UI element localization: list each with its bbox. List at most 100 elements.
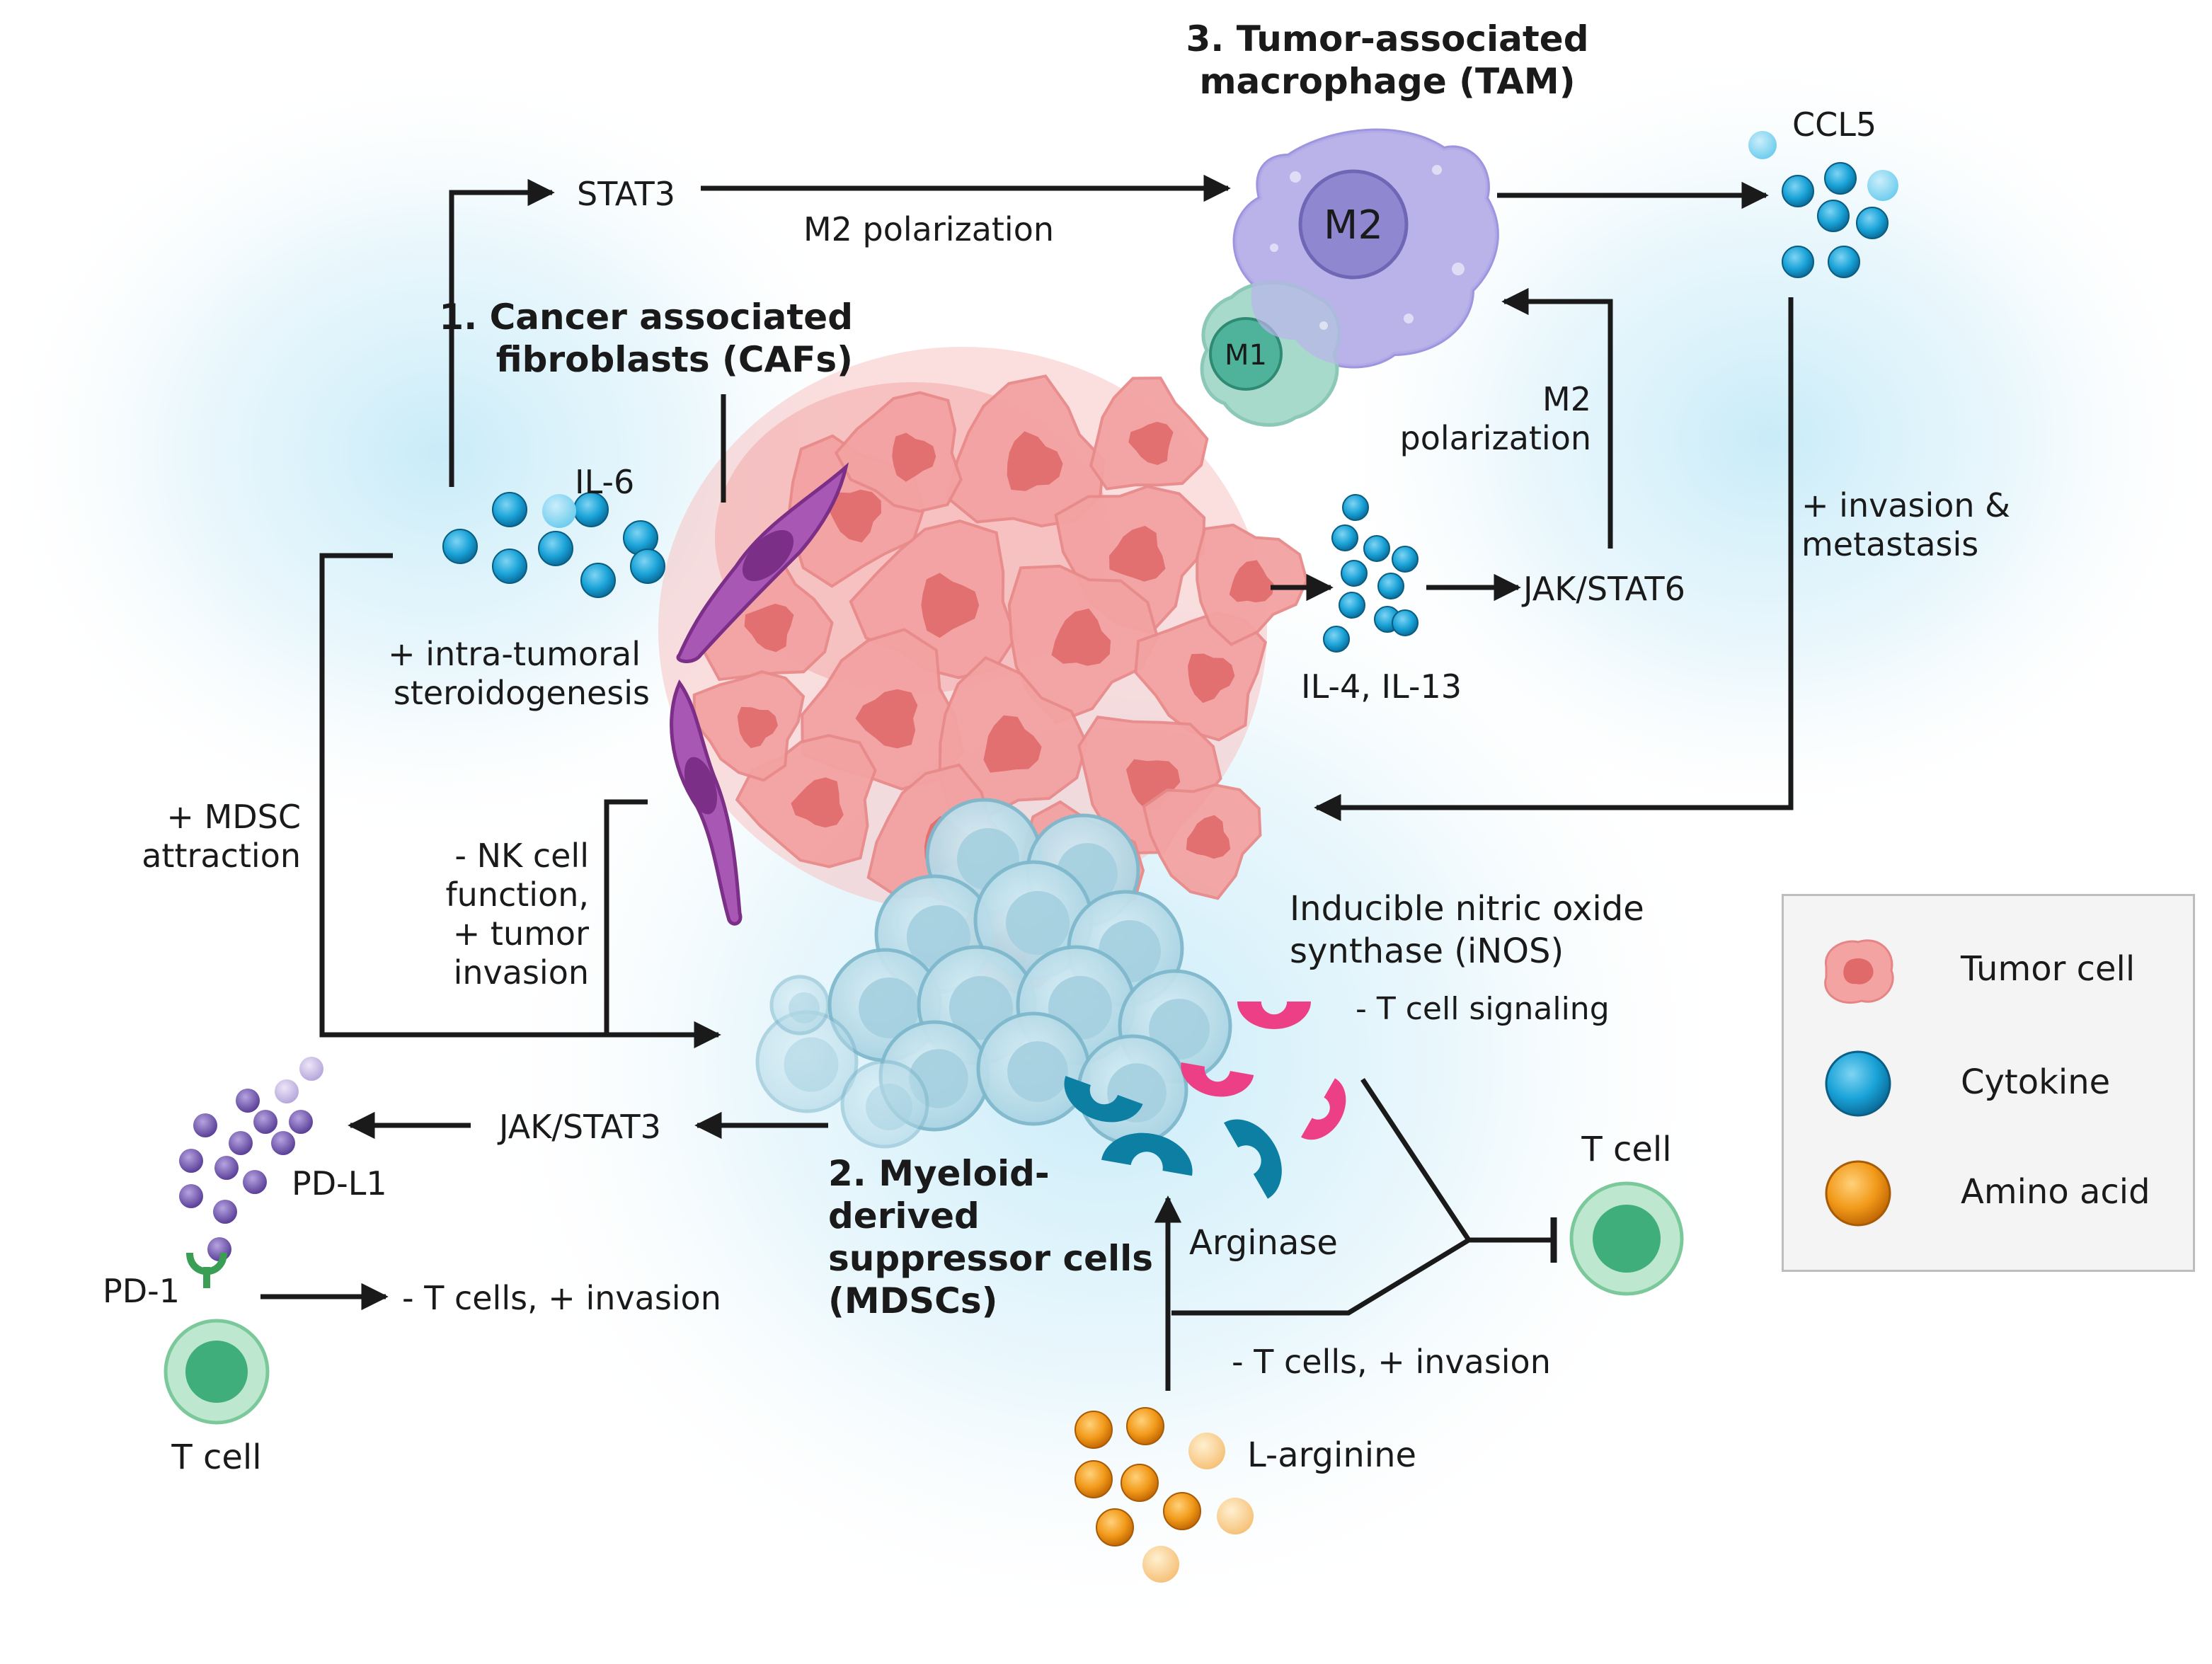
arrow-il6-to-stat3: [449, 178, 555, 487]
mdsc-cluster: [755, 798, 1232, 1149]
invasion-metastasis-2: metastasis: [1801, 525, 1978, 563]
l-arginine-cluster: [1075, 1407, 1254, 1583]
mdsc-title-line3: suppressor cells: [828, 1238, 1153, 1279]
t-cell-left: [164, 1252, 270, 1425]
nk-cell-connector: [604, 799, 648, 1035]
pd-l1-molecule: [229, 1131, 253, 1155]
arrow-jakstat6-to-tam: [1501, 287, 1613, 549]
il6-cytokine: [442, 529, 478, 564]
l-arginine-molecule: [1121, 1464, 1159, 1502]
t-cell-right-label: T cell: [1581, 1130, 1671, 1169]
tam-title-line2: macrophage (TAM): [1199, 61, 1575, 102]
inhibition-arginase-line: [1171, 1238, 1470, 1316]
ccl5-cytokine: [1824, 162, 1857, 195]
pd-l1-molecule: [214, 1156, 239, 1180]
il4-il13-cytokine: [1392, 546, 1419, 573]
mdsc-title-line1: 2. Myeloid-: [828, 1153, 1050, 1194]
mdsc-cell: [1077, 1034, 1188, 1146]
legend-item-amino-acid: Amino acid: [1784, 1147, 2193, 1232]
arginase-enzyme: [1224, 1119, 1282, 1199]
mdsc-title-line2: derived: [828, 1195, 980, 1236]
pd-l1-molecule: [207, 1237, 231, 1261]
pd-l1-molecule: [236, 1089, 260, 1113]
pd-1-label: PD-1: [103, 1272, 180, 1310]
ccl5-cytokine: [1782, 246, 1814, 278]
inos-enzyme: [1181, 1062, 1254, 1097]
cytokine-icon: [1825, 1050, 1891, 1117]
connectors: [260, 174, 1794, 1391]
l-arginine-molecule: [1142, 1546, 1179, 1583]
ccl5-label: CCL5: [1792, 105, 1876, 144]
mdsc-cell: [840, 1060, 929, 1149]
pd-l1-molecule: [243, 1170, 267, 1194]
nk-cell-3: + tumor: [453, 914, 589, 953]
legend-item-cytokine: Cytokine: [1784, 1038, 2193, 1123]
legend-label-cytokine: Cytokine: [1961, 1062, 2111, 1102]
m2-polarization-right-2: polarization: [1400, 419, 1591, 457]
pd-l1-molecule: [179, 1149, 203, 1173]
amino-acid-icon: [1825, 1160, 1891, 1227]
pd-l1-molecule: [289, 1110, 313, 1134]
stat3-label: STAT3: [577, 175, 675, 213]
il4-il13-cytokine: [1331, 524, 1358, 551]
m2-nucleus: [1298, 169, 1409, 280]
il4-il13-cytokine: [1377, 573, 1404, 599]
l-arginine-molecule: [1188, 1433, 1225, 1469]
inos-label-1: Inducible nitric oxide: [1290, 889, 1644, 929]
pd-l1-molecule: [271, 1131, 295, 1155]
tumor-cell: [692, 670, 806, 782]
caf-title-line2: fibroblasts (CAFs): [496, 339, 853, 380]
ccl5-cytokine: [1867, 170, 1898, 201]
il4-il13-cytokine: [1363, 535, 1390, 562]
il4-il13-cytokine: [1342, 494, 1369, 521]
enzymes: [1064, 1002, 1346, 1199]
nk-cell-1: - NK cell: [454, 837, 589, 875]
pd-l1-molecules: [179, 1057, 323, 1261]
arginase-enzyme: [1064, 1076, 1143, 1123]
m2-polarization-top: M2 polarization: [803, 210, 1054, 248]
arrow-ccl5-to-tumor: [1314, 297, 1794, 822]
cytokine-clusters: [442, 131, 1898, 653]
arrow-il6-to-mdsc: [319, 553, 721, 1049]
tumor-cell: [1142, 783, 1262, 900]
tumor-cell-icon: [1824, 939, 1894, 1004]
l-arginine-molecule: [1217, 1498, 1254, 1534]
pd-l1-molecule: [179, 1184, 203, 1208]
ccl5-cytokine: [1828, 246, 1860, 278]
legend-label-amino-acid: Amino acid: [1961, 1172, 2150, 1212]
legend-label-tumor-cell: Tumor cell: [1961, 949, 2136, 989]
il6-cytokine: [492, 549, 527, 584]
il6-cytokine: [630, 549, 665, 584]
t-cell-left-label: T cell: [171, 1438, 261, 1477]
il4-il13-cytokine: [1339, 592, 1365, 619]
tumor-cell: [1007, 564, 1159, 724]
arginase-label: Arginase: [1189, 1223, 1338, 1263]
pd-l1-molecule: [213, 1200, 237, 1224]
nk-cell-4: invasion: [454, 953, 589, 992]
caf-cells: [670, 461, 849, 926]
ccl5-cytokine: [1856, 207, 1889, 239]
l-arginine-molecule: [1163, 1492, 1201, 1530]
arginase-enzyme: [1101, 1132, 1193, 1176]
jak-stat6-label: JAK/STAT6: [1521, 570, 1685, 608]
m2-label: M2: [1324, 202, 1383, 248]
pd-l1-molecule: [253, 1110, 277, 1134]
jak-stat3-label: JAK/STAT3: [497, 1108, 661, 1146]
pd-l1-molecule: [275, 1079, 299, 1103]
t-cells-invasion-bottom: - T cells, + invasion: [1232, 1343, 1551, 1381]
mdsc-attraction-1: + MDSC: [166, 798, 301, 836]
il6-cytokine: [542, 494, 576, 528]
il6-cytokine: [580, 563, 616, 598]
pd-l1-molecule: [193, 1113, 217, 1137]
tumor-cell: [1089, 377, 1209, 490]
inos-enzyme: [1301, 1078, 1346, 1140]
il4-il13-cytokine: [1392, 609, 1419, 636]
legend: Tumor cell Cytokine Amino acid: [1782, 894, 2195, 1272]
mdsc-cell: [976, 1011, 1091, 1126]
invasion-metastasis-1: + invasion &: [1801, 486, 2010, 524]
tumor-cell: [1196, 523, 1309, 646]
t-cells-invasion-left: - T cells, + invasion: [402, 1279, 721, 1317]
tam-macrophage: [1200, 128, 1499, 427]
mdsc-cell: [755, 1010, 859, 1113]
